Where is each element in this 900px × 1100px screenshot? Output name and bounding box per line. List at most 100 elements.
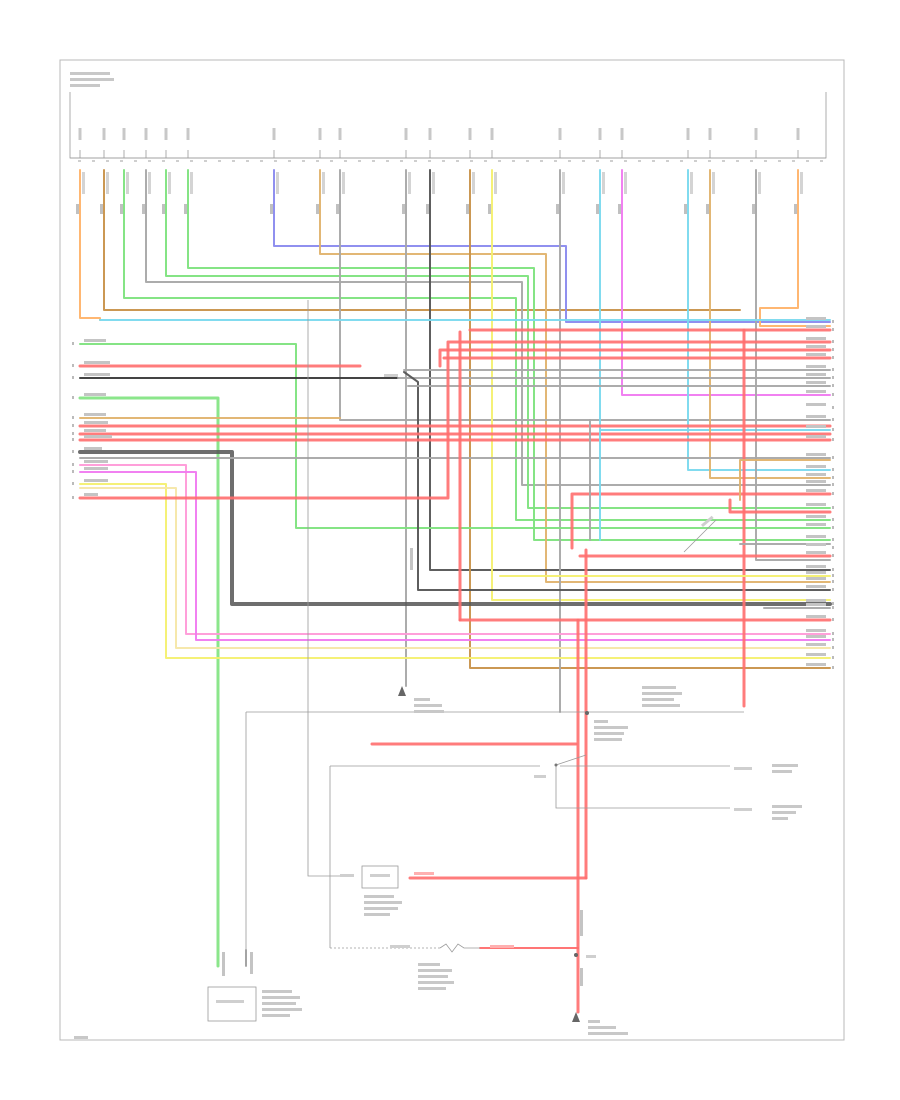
wire <box>621 169 831 396</box>
pin-number <box>72 342 74 345</box>
pin-number <box>832 580 834 583</box>
wire-label <box>806 403 826 406</box>
pin-number <box>72 396 74 399</box>
wire <box>319 169 831 583</box>
pin-number <box>832 546 834 549</box>
wire-label <box>84 339 106 342</box>
wire <box>78 396 220 968</box>
pin-number <box>72 496 74 499</box>
pin-label <box>796 128 800 140</box>
wire <box>79 464 831 635</box>
wire-label <box>806 571 826 574</box>
wire-size <box>466 204 469 214</box>
wire-label <box>806 453 826 456</box>
pin-number <box>72 482 74 485</box>
output-label-2 <box>734 805 802 820</box>
wire-code <box>190 172 193 194</box>
wire-code <box>602 172 605 194</box>
wire-label <box>84 467 108 470</box>
wire <box>79 483 831 659</box>
pin-number <box>832 602 834 605</box>
wire-code <box>106 172 109 194</box>
pin-number <box>832 483 834 486</box>
pin-number <box>832 340 834 343</box>
wire-label <box>806 543 826 546</box>
pin-number <box>72 463 74 466</box>
wire-label <box>806 515 826 518</box>
wire-size <box>76 204 79 214</box>
pin-number <box>72 450 74 453</box>
relay-box <box>361 865 399 889</box>
wire-label <box>806 653 826 656</box>
wire-size <box>142 204 145 214</box>
pin-number <box>832 568 834 571</box>
pin-label <box>686 128 690 140</box>
diagram-frame <box>59 59 845 1041</box>
wire-code <box>800 172 803 194</box>
wire-label <box>806 663 826 666</box>
wire <box>728 498 832 514</box>
wire-code <box>432 172 435 194</box>
wire-label <box>806 503 826 506</box>
wire <box>739 459 831 501</box>
wire-size <box>316 204 319 214</box>
pin-label <box>428 128 432 140</box>
wire-size <box>752 204 755 214</box>
pin-label <box>164 128 168 140</box>
wire-label <box>806 345 826 348</box>
wire-code <box>408 172 411 194</box>
wire-code <box>126 172 129 194</box>
wire-label <box>84 361 110 364</box>
component-outlines <box>74 300 802 1039</box>
ground-label-bottom <box>588 1020 628 1035</box>
wire-label <box>806 390 826 393</box>
wire-size <box>336 204 339 214</box>
pin-number <box>832 618 834 621</box>
pin-number <box>832 666 834 669</box>
wire <box>145 169 831 486</box>
ground-label-1 <box>414 698 444 713</box>
wire-label <box>806 577 826 580</box>
pin-label <box>708 128 712 140</box>
pin-number <box>72 438 74 441</box>
wire-label <box>410 548 413 570</box>
pin-number <box>832 554 834 557</box>
wire-label <box>806 603 826 606</box>
wire-code <box>624 172 627 194</box>
wire-code <box>82 172 85 194</box>
wire-size <box>402 204 405 214</box>
pin-label <box>404 128 408 140</box>
wire-label <box>806 381 826 384</box>
pin-number <box>832 588 834 591</box>
pin-label <box>102 128 106 140</box>
wire <box>491 169 831 601</box>
pin-number <box>832 406 834 409</box>
wire <box>687 169 831 471</box>
wire-label <box>84 393 106 396</box>
wire-label <box>84 373 110 376</box>
wire <box>123 169 831 521</box>
wire-size <box>270 204 273 214</box>
wire-label <box>806 635 826 638</box>
wire-label <box>806 415 826 418</box>
wire-code <box>168 172 171 194</box>
wire-code <box>712 172 715 194</box>
pin-number <box>832 646 834 649</box>
left-wire-labels <box>72 339 112 499</box>
wire-label <box>806 365 826 368</box>
pin-label <box>620 128 624 140</box>
pin-label <box>122 128 126 140</box>
wire-label <box>84 447 102 450</box>
wire-size <box>618 204 621 214</box>
wire-label <box>84 479 108 482</box>
wire <box>79 487 831 649</box>
wire <box>469 169 831 669</box>
wire-harness <box>76 169 832 1014</box>
wire-label <box>806 325 826 328</box>
pin-number <box>832 320 834 323</box>
pin-number <box>72 432 74 435</box>
pin-number <box>72 416 74 419</box>
wire-size <box>184 204 187 214</box>
wire-label <box>806 489 826 492</box>
wire-label <box>806 480 826 483</box>
